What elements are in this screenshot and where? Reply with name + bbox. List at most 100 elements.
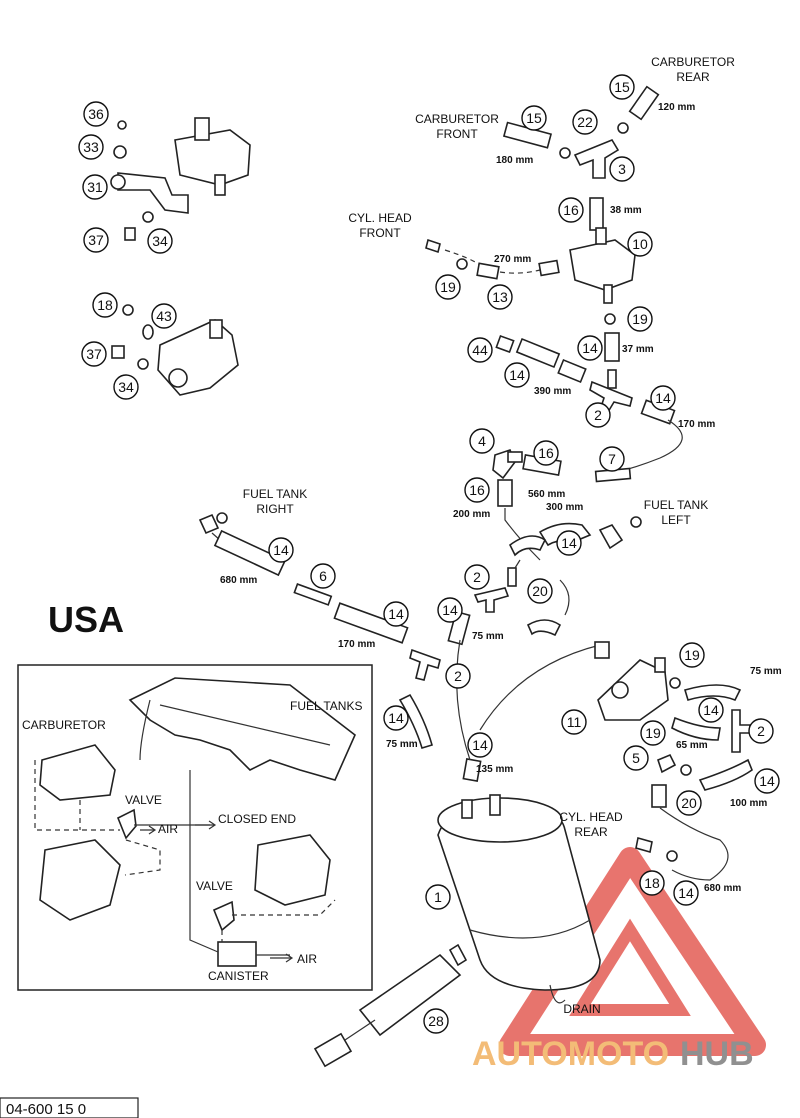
length-label-l180: 180 mm (496, 155, 533, 166)
callout-p5: 5 (623, 745, 649, 771)
length-label-l560: 560 mm (528, 489, 565, 500)
callout-p11: 11 (561, 709, 587, 735)
callout-p19d: 19 (640, 720, 666, 746)
callout-p31: 31 (82, 174, 108, 200)
callout-circle (504, 362, 530, 388)
callout-circle (748, 718, 774, 744)
callout-circle (599, 446, 625, 472)
callout-p14g: 14 (383, 601, 409, 627)
callout-p1: 1 (425, 884, 451, 910)
callout-circle (521, 105, 547, 131)
callout-number: 14 (388, 606, 404, 622)
callout-number: 16 (469, 482, 485, 498)
callout-number: 14 (509, 367, 525, 383)
callout-circle (83, 227, 109, 253)
callout-circle (81, 341, 107, 367)
schematic-arrow (270, 953, 294, 963)
callout-circle (147, 228, 173, 254)
charcoal-canister (313, 794, 601, 1068)
callout-p16a: 16 (558, 197, 584, 223)
callout-p34a: 34 (147, 228, 173, 254)
valve-bracket-assembly-2 (111, 304, 239, 396)
callout-number: 37 (88, 232, 104, 248)
callout-circle (561, 709, 587, 735)
callout-p16b: 16 (533, 440, 559, 466)
callout-number: 34 (118, 379, 134, 395)
callout-p14d: 14 (556, 530, 582, 556)
region-label: USA (48, 599, 124, 640)
length-label-l65: 65 mm (676, 740, 708, 751)
callout-p44: 44 (467, 337, 493, 363)
length-label-l120: 120 mm (658, 102, 695, 113)
hose-chain-middle (198, 449, 642, 749)
callout-p10: 10 (627, 231, 653, 257)
schematic-label-fuel-tanks: FUEL TANKS (290, 699, 362, 713)
location-label-drain: DRAIN (563, 1002, 600, 1016)
callout-number: 4 (478, 433, 486, 449)
callout-p14f: 14 (437, 597, 463, 623)
callout-number: 19 (440, 279, 456, 295)
callout-p18a: 18 (639, 870, 665, 896)
callout-circle (572, 109, 598, 135)
callout-circle (577, 335, 603, 361)
callout-p2b: 2 (464, 564, 490, 590)
callout-circle (609, 156, 635, 182)
callout-number: 36 (88, 106, 104, 122)
callout-number: 13 (492, 289, 508, 305)
callout-number: 22 (577, 114, 593, 130)
callout-p6: 6 (310, 563, 336, 589)
callout-p4: 4 (469, 428, 495, 454)
watermark-text-1: AUTOMOTO (472, 1035, 669, 1073)
callout-number: 5 (632, 750, 640, 766)
callout-number: 19 (684, 647, 700, 663)
valve-assembly-right (456, 639, 753, 881)
callout-p2c: 2 (445, 663, 471, 689)
callout-circle (558, 197, 584, 223)
length-label-l680b: 680 mm (704, 883, 741, 894)
callout-circle (435, 274, 461, 300)
callout-p28: 28 (423, 1008, 449, 1034)
valve-bracket-assembly-1 (110, 117, 251, 241)
callout-circle (556, 530, 582, 556)
callout-number: 14 (472, 737, 488, 753)
schematic-label-carburetor: CARBURETOR (22, 718, 106, 732)
callout-circle (423, 1008, 449, 1034)
callout-circle (464, 564, 490, 590)
callout-number: 19 (645, 725, 661, 741)
callout-p14b: 14 (504, 362, 530, 388)
schematic-label-canister: CANISTER (208, 969, 269, 983)
callout-p14j: 14 (698, 697, 724, 723)
callout-number: 11 (567, 714, 582, 730)
callout-number: 2 (757, 723, 765, 739)
callout-number: 3 (618, 161, 626, 177)
callout-number: 44 (472, 342, 488, 358)
callout-number: 1 (434, 889, 442, 905)
callout-p19b: 19 (627, 306, 653, 332)
callout-number: 34 (152, 233, 168, 249)
callout-circle (92, 292, 118, 318)
callout-p14k: 14 (754, 768, 780, 794)
callout-circle (487, 284, 513, 310)
callout-number: 14 (561, 535, 577, 551)
schematic-arrow (195, 820, 217, 830)
callout-number: 15 (614, 79, 630, 95)
callout-p13: 13 (487, 284, 513, 310)
callout-number: 7 (608, 451, 616, 467)
callout-circle (640, 720, 666, 746)
callout-number: 6 (319, 568, 327, 584)
schematic-label-valve-top: VALVE (125, 793, 162, 807)
callout-circle (623, 745, 649, 771)
callout-circle (469, 428, 495, 454)
callout-number: 14 (703, 702, 719, 718)
callout-circle (676, 790, 702, 816)
schematic-box (17, 664, 373, 991)
drawing-code: 04-600 15 0 (6, 1101, 86, 1118)
callout-p14a: 14 (577, 335, 603, 361)
callout-p2d: 2 (748, 718, 774, 744)
length-label-l170b: 170 mm (338, 639, 375, 650)
